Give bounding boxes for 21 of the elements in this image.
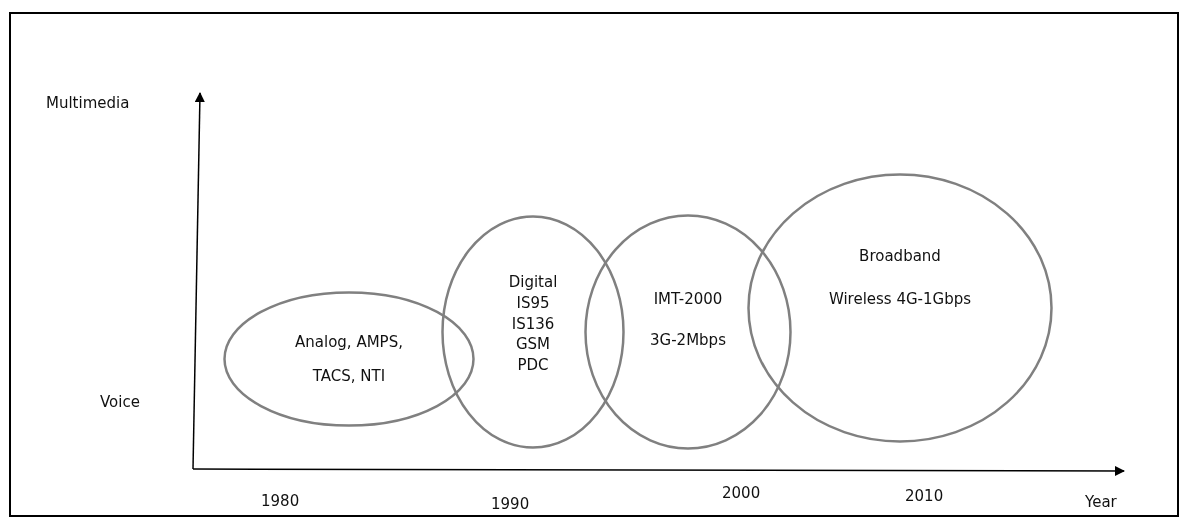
year-label: 1980 <box>261 492 300 510</box>
axis-label: Multimedia <box>46 94 130 112</box>
node-text: PDC <box>517 356 549 375</box>
year-label: 1990 <box>491 495 530 513</box>
ellipse-node <box>584 214 792 450</box>
year-label: 2010 <box>905 487 944 505</box>
axis-label: Voice <box>100 393 140 411</box>
axis-label: Year <box>1085 493 1117 511</box>
node-text: Broadband <box>859 247 941 266</box>
node-text: Analog, AMPS, TACS, NTI <box>294 332 404 387</box>
node-text: Digital <box>508 273 558 292</box>
ellipse-node <box>747 173 1053 443</box>
node-text: 3G-2Mbps <box>650 331 726 350</box>
ellipse-node <box>223 291 475 427</box>
node-text: GSM <box>515 335 551 355</box>
year-label: 2000 <box>722 484 761 502</box>
ellipse-node <box>441 215 625 449</box>
node-text: IS136 <box>511 314 555 334</box>
node-text: IMT-2000 <box>653 290 723 309</box>
node-text: Wireless 4G-1Gbps <box>828 290 972 309</box>
node-text: IS95 <box>516 293 550 313</box>
